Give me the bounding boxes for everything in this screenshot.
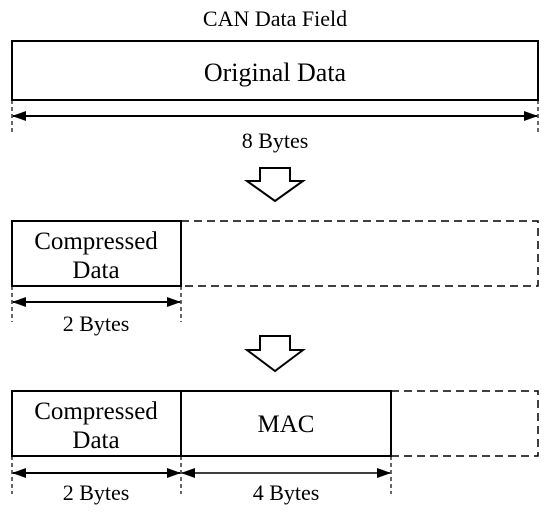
dimension-label-8-bytes: 8 Bytes	[242, 128, 309, 153]
dimension-label-2-bytes: 2 Bytes	[63, 311, 130, 336]
original-data-label: Original Data	[204, 58, 347, 87]
compressed-data-label-line1: Compressed	[34, 228, 158, 255]
down-arrow-icon	[244, 335, 306, 373]
original-data-box	[11, 40, 539, 101]
diagram-title: CAN Data Field	[203, 6, 347, 31]
freed-space-box	[180, 220, 539, 287]
compressed-data-label-line1: Compressed	[34, 398, 158, 425]
freed-space-box	[390, 390, 539, 457]
dimension-label-4-bytes: 4 Bytes	[253, 480, 320, 505]
mac-label: MAC	[258, 411, 315, 438]
compressed-data-label-line2: Data	[72, 257, 119, 284]
dimension-label-2-bytes: 2 Bytes	[63, 480, 130, 505]
compressed-data-label-line2: Data	[72, 427, 119, 454]
down-arrow-icon	[243, 167, 307, 203]
